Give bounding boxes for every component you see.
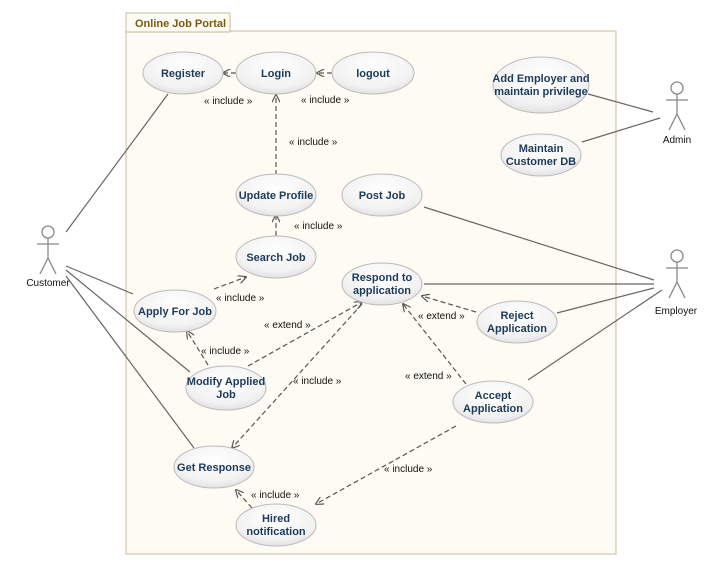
usecase-label: logout (356, 68, 390, 80)
actor-employer[interactable]: Employer (655, 249, 698, 317)
usecase-label: Application (487, 323, 547, 335)
usecase-label: Maintain (519, 143, 564, 155)
rel-hired-getresponse (236, 490, 253, 509)
usecase-label: Apply For Job (138, 306, 212, 318)
usecase-register[interactable]: Register (142, 51, 224, 95)
usecase-label: Job (216, 389, 236, 401)
assoc-customer-modify (65, 269, 191, 373)
label-include: « include » (289, 137, 338, 148)
rel-modify-respond (247, 302, 362, 367)
usecase-label: Application (463, 403, 523, 415)
usecase-label: Register (161, 68, 206, 80)
assoc-customer-getresponse (65, 275, 195, 449)
rel-accept-hired (316, 425, 457, 504)
actor-label: Employer (655, 306, 698, 317)
associations (65, 93, 663, 449)
usecase-label: Reject (500, 310, 533, 322)
label-include: « include » (384, 464, 433, 475)
svg-text:Update Profile: Update Profile (239, 190, 314, 202)
usecase-label: Customer DB (506, 156, 576, 168)
assoc-customer-register (65, 93, 169, 233)
usecase-label: Respond to (352, 272, 413, 284)
label-extend: « extend » (418, 311, 465, 322)
label-include: « include » (251, 490, 300, 501)
usecase-label: Update Profile (239, 190, 314, 202)
label-extend: « extend » (405, 371, 452, 382)
usecase-label: application (353, 285, 411, 297)
rel-respond-getresponse (232, 303, 363, 448)
usecase-label: maintain privilege (494, 86, 588, 98)
svg-text:Get Response: Get Response (177, 462, 251, 474)
actor-label: Customer (26, 278, 70, 289)
usecase-label: Post Job (359, 190, 406, 202)
assoc-employer-postjob (423, 206, 655, 281)
usecase-label: Login (261, 68, 291, 80)
assoc-admin-addemployer (587, 93, 654, 113)
label-extend: « extend » (264, 320, 311, 331)
system-title: Online Job Portal (135, 18, 226, 30)
svg-text:Apply For Job: Apply For Job (138, 306, 212, 318)
relationship-labels: « include » « include » « include » « in… (201, 95, 465, 501)
label-include: « include » (201, 346, 250, 357)
svg-text:Search Job: Search Job (246, 252, 306, 264)
usecase-search-job[interactable]: Search Job (235, 235, 317, 279)
assoc-employer-reject (556, 287, 655, 314)
usecase-post-job[interactable]: Post Job (341, 173, 423, 217)
usecase-get-response[interactable]: Get Response (173, 445, 255, 489)
rel-apply-search (213, 277, 246, 290)
label-include: « include » (301, 95, 350, 106)
actor-customer[interactable]: Customer (26, 225, 70, 289)
usecase-label: Modify Applied (187, 376, 265, 388)
svg-text:Login: Login (261, 68, 291, 80)
rel-accept-respond (403, 304, 467, 385)
usecase-label: Accept (475, 390, 512, 402)
rel-modify-apply (187, 331, 209, 366)
usecase-label: Get Response (177, 462, 251, 474)
rel-reject-respond (422, 296, 477, 313)
assoc-employer-accept (527, 289, 663, 381)
actor-label: Admin (663, 135, 691, 146)
usecase-label: notification (246, 526, 306, 538)
svg-text:Register: Register (161, 68, 206, 80)
usecase-label: Add Employer and (492, 73, 589, 85)
assoc-admin-maintaindb (581, 117, 661, 143)
actor-admin[interactable]: Admin (663, 81, 691, 146)
relationships (187, 73, 477, 509)
usecase-label: Hired (262, 513, 290, 525)
usecase-apply-for-job[interactable]: Apply For Job (133, 289, 217, 333)
usecase-update-profile[interactable]: Update Profile (235, 173, 317, 217)
usecase-label: Search Job (246, 252, 306, 264)
use-cases: Register Login logout Update Profile Sea… (133, 51, 590, 547)
usecase-logout[interactable]: logout (331, 51, 415, 95)
usecase-login[interactable]: Login (235, 51, 317, 95)
label-include: « include » (293, 376, 342, 387)
label-include: « include » (216, 293, 265, 304)
svg-text:Post Job: Post Job (359, 190, 406, 202)
assoc-customer-apply (65, 265, 134, 295)
svg-text:logout: logout (356, 68, 390, 80)
label-include: « include » (204, 96, 253, 107)
label-include: « include » (294, 221, 343, 232)
